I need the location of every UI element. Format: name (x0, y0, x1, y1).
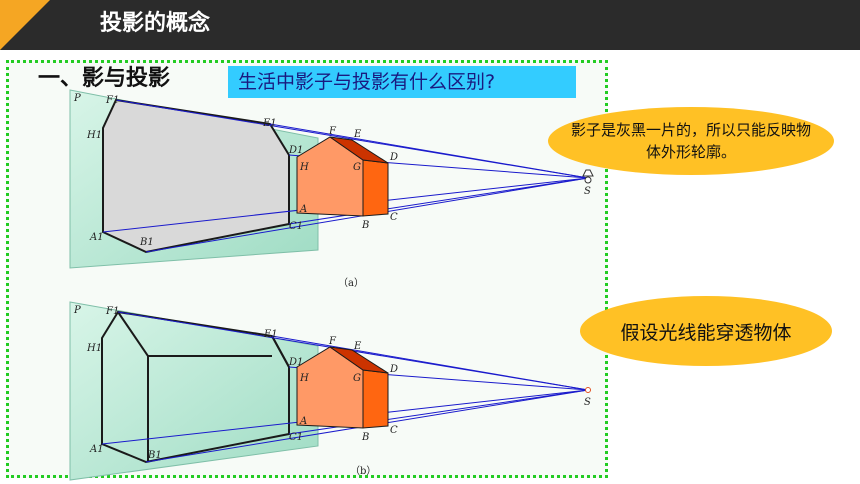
label-e-b: E (353, 341, 362, 352)
house-roof-b (329, 346, 389, 374)
label-p-a: P (73, 93, 81, 104)
label-d-b: D (389, 364, 398, 375)
label-b1-a: B1 (139, 237, 154, 248)
label-c-b: C (390, 425, 398, 436)
house-side-b (362, 369, 389, 429)
label-f1-a: F1 (105, 95, 119, 106)
caption-a: （a） (338, 277, 364, 289)
label-f1-b: F1 (105, 306, 119, 317)
label-d1-b: D1 (288, 357, 303, 368)
header-bar: 投影的概念 (0, 0, 860, 50)
house-front-a (296, 136, 364, 217)
label-f-b: F (328, 336, 337, 347)
label-f-a: F (328, 126, 337, 137)
light-source-point (585, 387, 591, 393)
label-a1-a: A1 (89, 232, 104, 243)
question-box: 生活中影子与投影有什么区别? (228, 66, 576, 98)
label-a-b: A (299, 416, 307, 427)
section-title: 一、影与投影 (38, 66, 171, 91)
label-c1-b: C1 (289, 432, 303, 443)
label-c-a: C (390, 212, 398, 223)
label-g-a: G (353, 162, 361, 173)
page-title: 投影的概念 (100, 11, 211, 36)
projection-outline-b (101, 310, 290, 464)
label-e1-b: E1 (263, 329, 278, 340)
label-b-a: B (361, 220, 369, 231)
diagram-a: P F1 E1 H1 D1 A1 B1 C1 F E D H G A B C S… (69, 89, 594, 289)
lamp-icon (582, 169, 594, 184)
shadow-note-bubble: 影子是灰黑一片的，所以只能反映物体外形轮廓。 (548, 107, 834, 175)
label-e1-a: E1 (262, 118, 277, 129)
label-b-b: B (361, 432, 369, 443)
label-h1-a: H1 (86, 130, 102, 141)
diagram-b: P F1 E1 H1 D1 A1 B1 C1 F E D H G A B C S… (69, 301, 591, 481)
label-s-b: S (584, 397, 591, 408)
shadow-a (102, 98, 290, 254)
label-g-b: G (353, 373, 361, 384)
label-a-a: A (299, 204, 307, 215)
label-d1-a: D1 (288, 145, 303, 156)
projection-note-bubble: 假设光线能穿透物体 (580, 296, 832, 366)
header-accent (0, 0, 50, 50)
label-h-a: H (299, 162, 309, 173)
label-b1-b: B1 (147, 450, 162, 461)
label-e-a: E (353, 129, 362, 140)
house-side-a (362, 159, 389, 217)
house-front-b (296, 346, 364, 429)
label-s-a: S (584, 186, 591, 197)
label-d-a: D (389, 152, 398, 163)
label-p-b: P (73, 305, 81, 316)
caption-b: （b） (350, 465, 376, 477)
label-h-b: H (299, 373, 309, 384)
label-c1-a: C1 (289, 221, 303, 232)
label-a1-b: A1 (89, 444, 104, 455)
label-h1-b: H1 (86, 343, 102, 354)
house-roof-a (329, 136, 389, 164)
